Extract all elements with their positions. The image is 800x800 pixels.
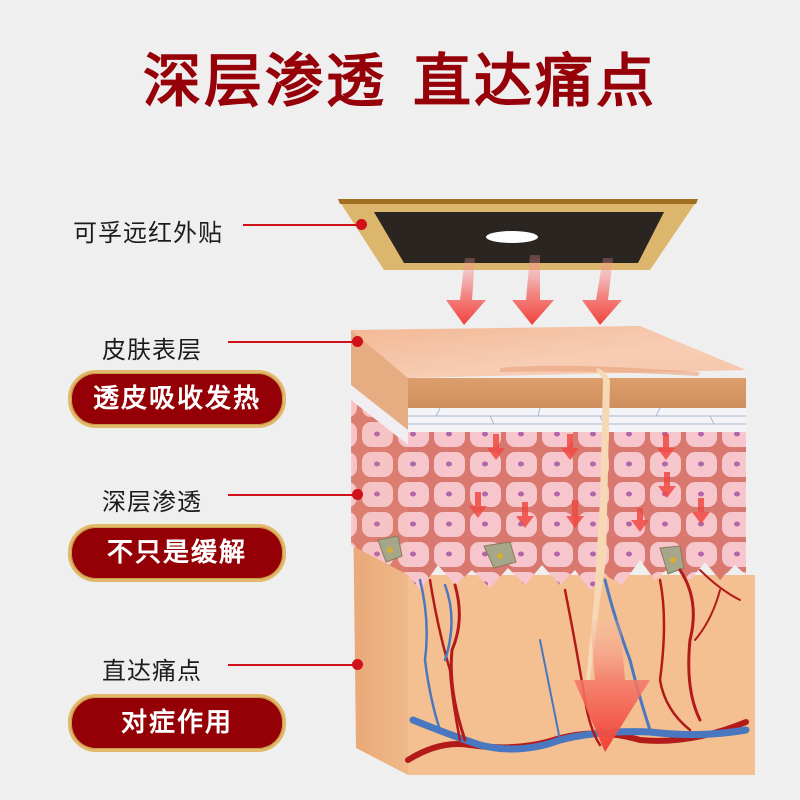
- badge-transdermal-heat: 透皮吸收发热: [68, 370, 286, 428]
- callout-dot-patch: [356, 219, 367, 230]
- callout-dot-skin-surface: [352, 336, 363, 347]
- callout-connector-deep-penetration: [228, 494, 356, 496]
- callout-label-deep-penetration: 深层渗透: [102, 488, 202, 516]
- callout-label-skin-surface: 皮肤表层: [102, 336, 202, 364]
- callout-label-patch: 可孚远红外贴: [73, 219, 223, 247]
- badge-not-just-relief: 不只是缓解: [68, 524, 286, 582]
- title-part-2: 直达痛点: [413, 47, 658, 115]
- far-infrared-patch: [338, 199, 698, 270]
- skin-block: [351, 326, 755, 775]
- title-part-1: 深层渗透: [142, 47, 387, 115]
- callout-connector-reach-pain-point: [228, 664, 356, 666]
- callout-connector-patch: [243, 224, 361, 226]
- callout-label-reach-pain-point: 直达痛点: [102, 657, 202, 685]
- callout-dot-reach-pain-point: [352, 659, 363, 670]
- badge-targeted-action: 对症作用: [68, 694, 286, 752]
- heat-arrows: [446, 255, 622, 325]
- page-title: 深层渗透直达痛点: [0, 34, 800, 118]
- callout-connector-skin-surface: [228, 341, 356, 343]
- callout-dot-deep-penetration: [352, 489, 363, 500]
